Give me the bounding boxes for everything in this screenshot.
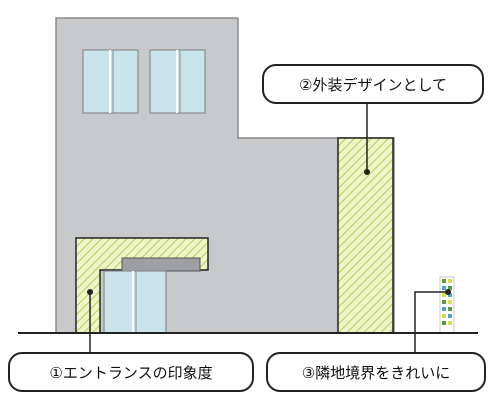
callout-boundary-tidy: ③隣地境界をきれいに: [266, 352, 486, 392]
entrance-door: [103, 270, 167, 334]
leader-line-entrance: [87, 289, 93, 352]
window-left: [82, 49, 139, 114]
boundary-fence-icon: [439, 276, 455, 334]
entrance-panel: [121, 257, 201, 272]
facade-accent-wall: [337, 137, 394, 334]
leader-line-facade: [364, 104, 370, 175]
callout-entrance-impression: ①エントランスの印象度: [8, 352, 254, 392]
callout-exterior-design: ②外装デザインとして: [262, 64, 484, 104]
leader-line-boundary: [414, 289, 451, 352]
window-right: [149, 49, 206, 114]
